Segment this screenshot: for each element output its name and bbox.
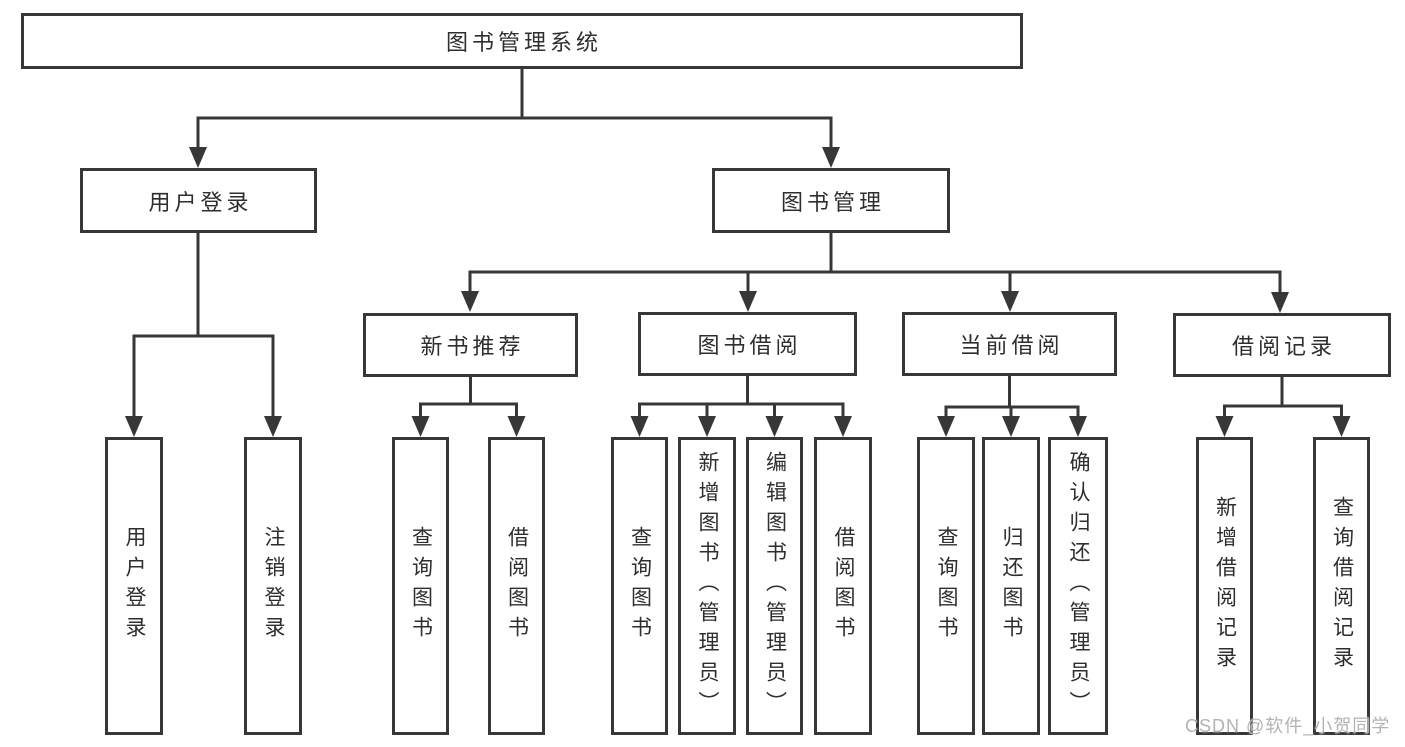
- leaf-label: 归还图书: [1000, 526, 1023, 646]
- leaf-label: 新增借阅记录: [1213, 496, 1237, 676]
- node-label: 新书推荐: [420, 334, 525, 359]
- node-label: 图书借阅: [697, 333, 802, 358]
- leaf-confirm-return-admin: 确认归还（管理员）: [1048, 437, 1108, 735]
- leaf-logout: 注销登录: [244, 437, 302, 735]
- leaf-label: 编辑图书（管理员）: [763, 451, 787, 721]
- node-book-management: 图书管理: [712, 168, 950, 233]
- node-label: 图书管理: [780, 189, 885, 215]
- node-book-borrowing: 图书借阅: [638, 312, 857, 376]
- leaf-query-borrow-record: 查询借阅记录: [1313, 437, 1370, 735]
- leaf-user-login: 用户登录: [105, 437, 163, 735]
- node-current-borrowing: 当前借阅: [902, 312, 1117, 376]
- node-user-login: 用户登录: [80, 168, 317, 233]
- leaf-query-books: 查询图书: [917, 437, 975, 735]
- leaf-label: 借阅图书: [505, 526, 529, 646]
- node-label: 图书管理系统: [445, 30, 602, 55]
- leaf-label: 借阅图书: [832, 526, 855, 646]
- node-library-management-system: 图书管理系统: [21, 13, 1023, 69]
- leaf-edit-books-admin: 编辑图书（管理员）: [746, 437, 803, 735]
- leaf-label: 新增图书（管理员）: [696, 451, 719, 721]
- leaf-label: 查询图书: [409, 526, 433, 646]
- leaf-borrow-books: 借阅图书: [814, 437, 872, 735]
- leaf-label: 查询图书: [935, 526, 958, 646]
- leaf-label: 用户登录: [123, 526, 146, 646]
- leaf-query-books: 查询图书: [611, 437, 668, 735]
- leaf-label: 查询借阅记录: [1330, 496, 1354, 676]
- leaf-label: 注销登录: [262, 526, 285, 646]
- node-label: 借阅记录: [1231, 334, 1336, 359]
- leaf-borrow-books: 借阅图书: [488, 437, 545, 735]
- leaf-return-books: 归还图书: [982, 437, 1040, 735]
- node-borrowing-records: 借阅记录: [1173, 313, 1391, 377]
- node-new-book-recommendation: 新书推荐: [363, 313, 578, 377]
- leaf-add-borrow-record: 新增借阅记录: [1196, 437, 1253, 735]
- leaf-query-books: 查询图书: [392, 437, 449, 735]
- node-label: 当前借阅: [959, 333, 1064, 358]
- csdn-watermark: CSDN @软件_小贺同学: [1185, 716, 1391, 736]
- leaf-label: 查询图书: [628, 526, 652, 646]
- node-label: 用户登录: [148, 189, 253, 215]
- leaf-add-books-admin: 新增图书（管理员）: [678, 437, 736, 735]
- leaf-label: 确认归还（管理员）: [1067, 451, 1090, 721]
